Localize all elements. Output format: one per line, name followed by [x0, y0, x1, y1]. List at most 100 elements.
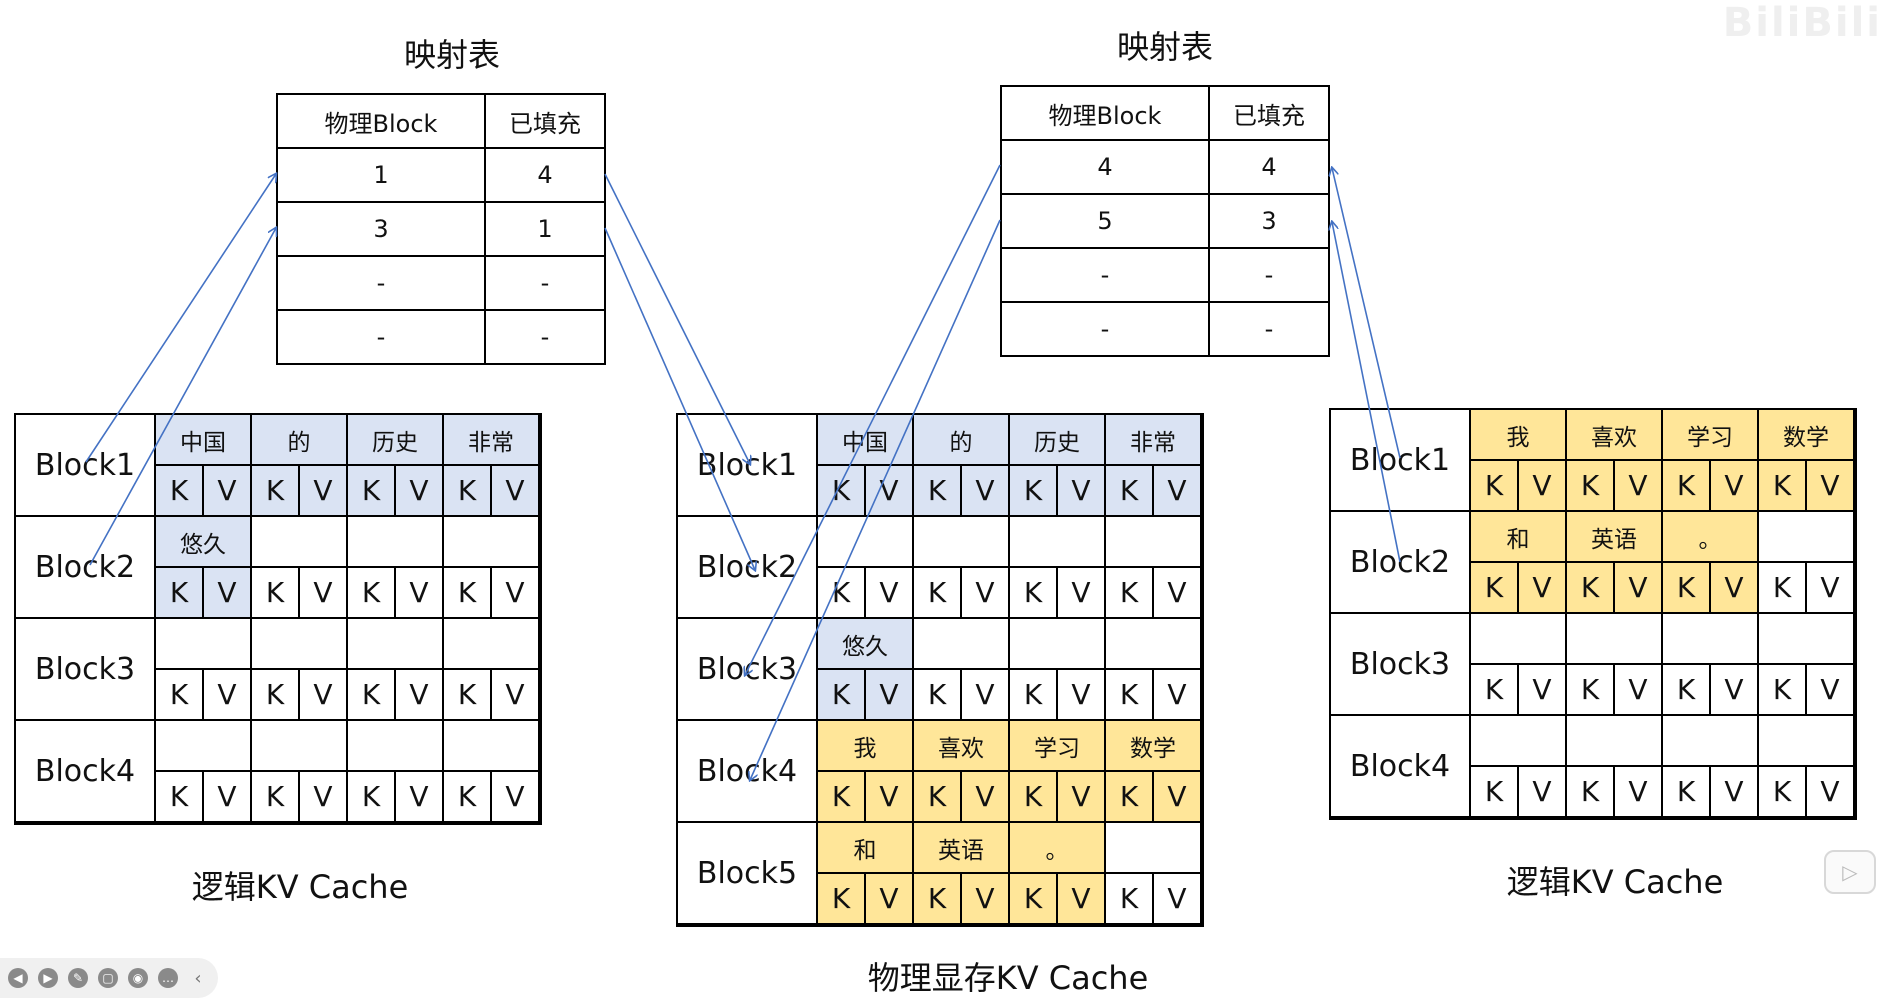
v-cell: V	[962, 772, 1010, 823]
prev-icon[interactable]: ◀	[8, 968, 28, 988]
block-label: Block3	[16, 619, 156, 721]
v-cell: V	[492, 568, 540, 619]
v-cell: V	[866, 874, 914, 925]
block-label: Block3	[1331, 614, 1471, 716]
k-cell: K	[1106, 874, 1154, 925]
token-cell: 数学	[1106, 721, 1202, 772]
k-cell: K	[444, 772, 492, 823]
v-cell: V	[492, 772, 540, 823]
k-cell: K	[1663, 461, 1711, 512]
map-cell: -	[484, 309, 606, 365]
v-cell: V	[204, 772, 252, 823]
map-cell: -	[276, 309, 486, 365]
token-cell: 学习	[1663, 410, 1759, 461]
arrow-left-block2-to-map	[89, 228, 276, 566]
block-label: Block2	[678, 517, 818, 619]
k-cell: K	[914, 466, 962, 517]
map-cell: -	[1208, 301, 1330, 357]
k-cell: K	[914, 772, 962, 823]
token-cell: 和	[1471, 512, 1567, 563]
token-cell: 。	[1663, 512, 1759, 563]
v-cell: V	[492, 670, 540, 721]
token-cell: 英语	[914, 823, 1010, 874]
token-cell	[156, 721, 252, 772]
more-icon[interactable]: …	[158, 968, 178, 988]
v-cell: V	[1519, 461, 1567, 512]
map-cell: 3	[276, 201, 486, 257]
k-cell: K	[818, 874, 866, 925]
map-cell: -	[1000, 301, 1210, 357]
v-cell: V	[1154, 874, 1202, 925]
k-cell: K	[348, 466, 396, 517]
token-cell	[252, 517, 348, 568]
token-cell	[1759, 614, 1855, 665]
k-cell: K	[252, 670, 300, 721]
camera-icon[interactable]: ◉	[128, 968, 148, 988]
v-cell: V	[300, 670, 348, 721]
token-cell: 历史	[348, 415, 444, 466]
map-header-physical-block: 物理Block	[1000, 85, 1210, 141]
presentation-toolbar: ◀ ▶ ✎ ▢ ◉ … ‹	[0, 958, 218, 998]
k-cell: K	[1759, 665, 1807, 716]
v-cell: V	[1154, 670, 1202, 721]
collapse-icon[interactable]: ‹	[194, 967, 202, 989]
k-cell: K	[1471, 563, 1519, 614]
map-cell: 4	[1208, 139, 1330, 195]
v-cell: V	[204, 466, 252, 517]
v-cell: V	[300, 466, 348, 517]
map-cell: 4	[484, 147, 606, 203]
token-cell: 非常	[444, 415, 540, 466]
token-cell: 的	[252, 415, 348, 466]
k-cell: K	[444, 670, 492, 721]
k-cell: K	[914, 874, 962, 925]
arrow-rightmap-to-phys-block3	[745, 164, 1001, 675]
k-cell: K	[1759, 563, 1807, 614]
arrow-left-block1-to-map	[85, 174, 276, 463]
v-cell: V	[1058, 772, 1106, 823]
k-cell: K	[1567, 563, 1615, 614]
k-cell: K	[156, 772, 204, 823]
v-cell: V	[962, 670, 1010, 721]
token-cell: 非常	[1106, 415, 1202, 466]
v-cell: V	[1615, 767, 1663, 818]
v-cell: V	[492, 466, 540, 517]
v-cell: V	[1058, 466, 1106, 517]
k-cell: K	[252, 568, 300, 619]
v-cell: V	[1519, 563, 1567, 614]
token-cell	[1106, 823, 1202, 874]
k-cell: K	[1759, 461, 1807, 512]
token-cell: 喜欢	[1567, 410, 1663, 461]
left-caption: 逻辑KV Cache	[191, 868, 409, 906]
play-icon[interactable]: ▶	[38, 968, 58, 988]
v-cell: V	[962, 568, 1010, 619]
v-cell: V	[1615, 563, 1663, 614]
middle-caption: 物理显存KV Cache	[867, 959, 1149, 997]
video-icon[interactable]: ▷	[1824, 850, 1876, 894]
v-cell: V	[1807, 461, 1855, 512]
token-cell	[1106, 517, 1202, 568]
k-cell: K	[1106, 670, 1154, 721]
token-cell	[156, 619, 252, 670]
map-cell: 1	[484, 201, 606, 257]
v-cell: V	[1154, 466, 1202, 517]
screenshot-icon[interactable]: ▢	[98, 968, 118, 988]
token-cell	[1567, 716, 1663, 767]
v-cell: V	[204, 670, 252, 721]
block-label: Block1	[16, 415, 156, 517]
token-cell	[348, 619, 444, 670]
arrow-map-to-phys-block3	[604, 227, 755, 570]
map-cell: -	[276, 255, 486, 311]
k-cell: K	[1567, 665, 1615, 716]
token-cell	[1106, 619, 1202, 670]
token-cell: 我	[1471, 410, 1567, 461]
token-cell	[252, 721, 348, 772]
token-cell	[1759, 716, 1855, 767]
v-cell: V	[1711, 665, 1759, 716]
token-cell	[444, 721, 540, 772]
k-cell: K	[1106, 772, 1154, 823]
k-cell: K	[348, 568, 396, 619]
pen-icon[interactable]: ✎	[68, 968, 88, 988]
k-cell: K	[818, 772, 866, 823]
